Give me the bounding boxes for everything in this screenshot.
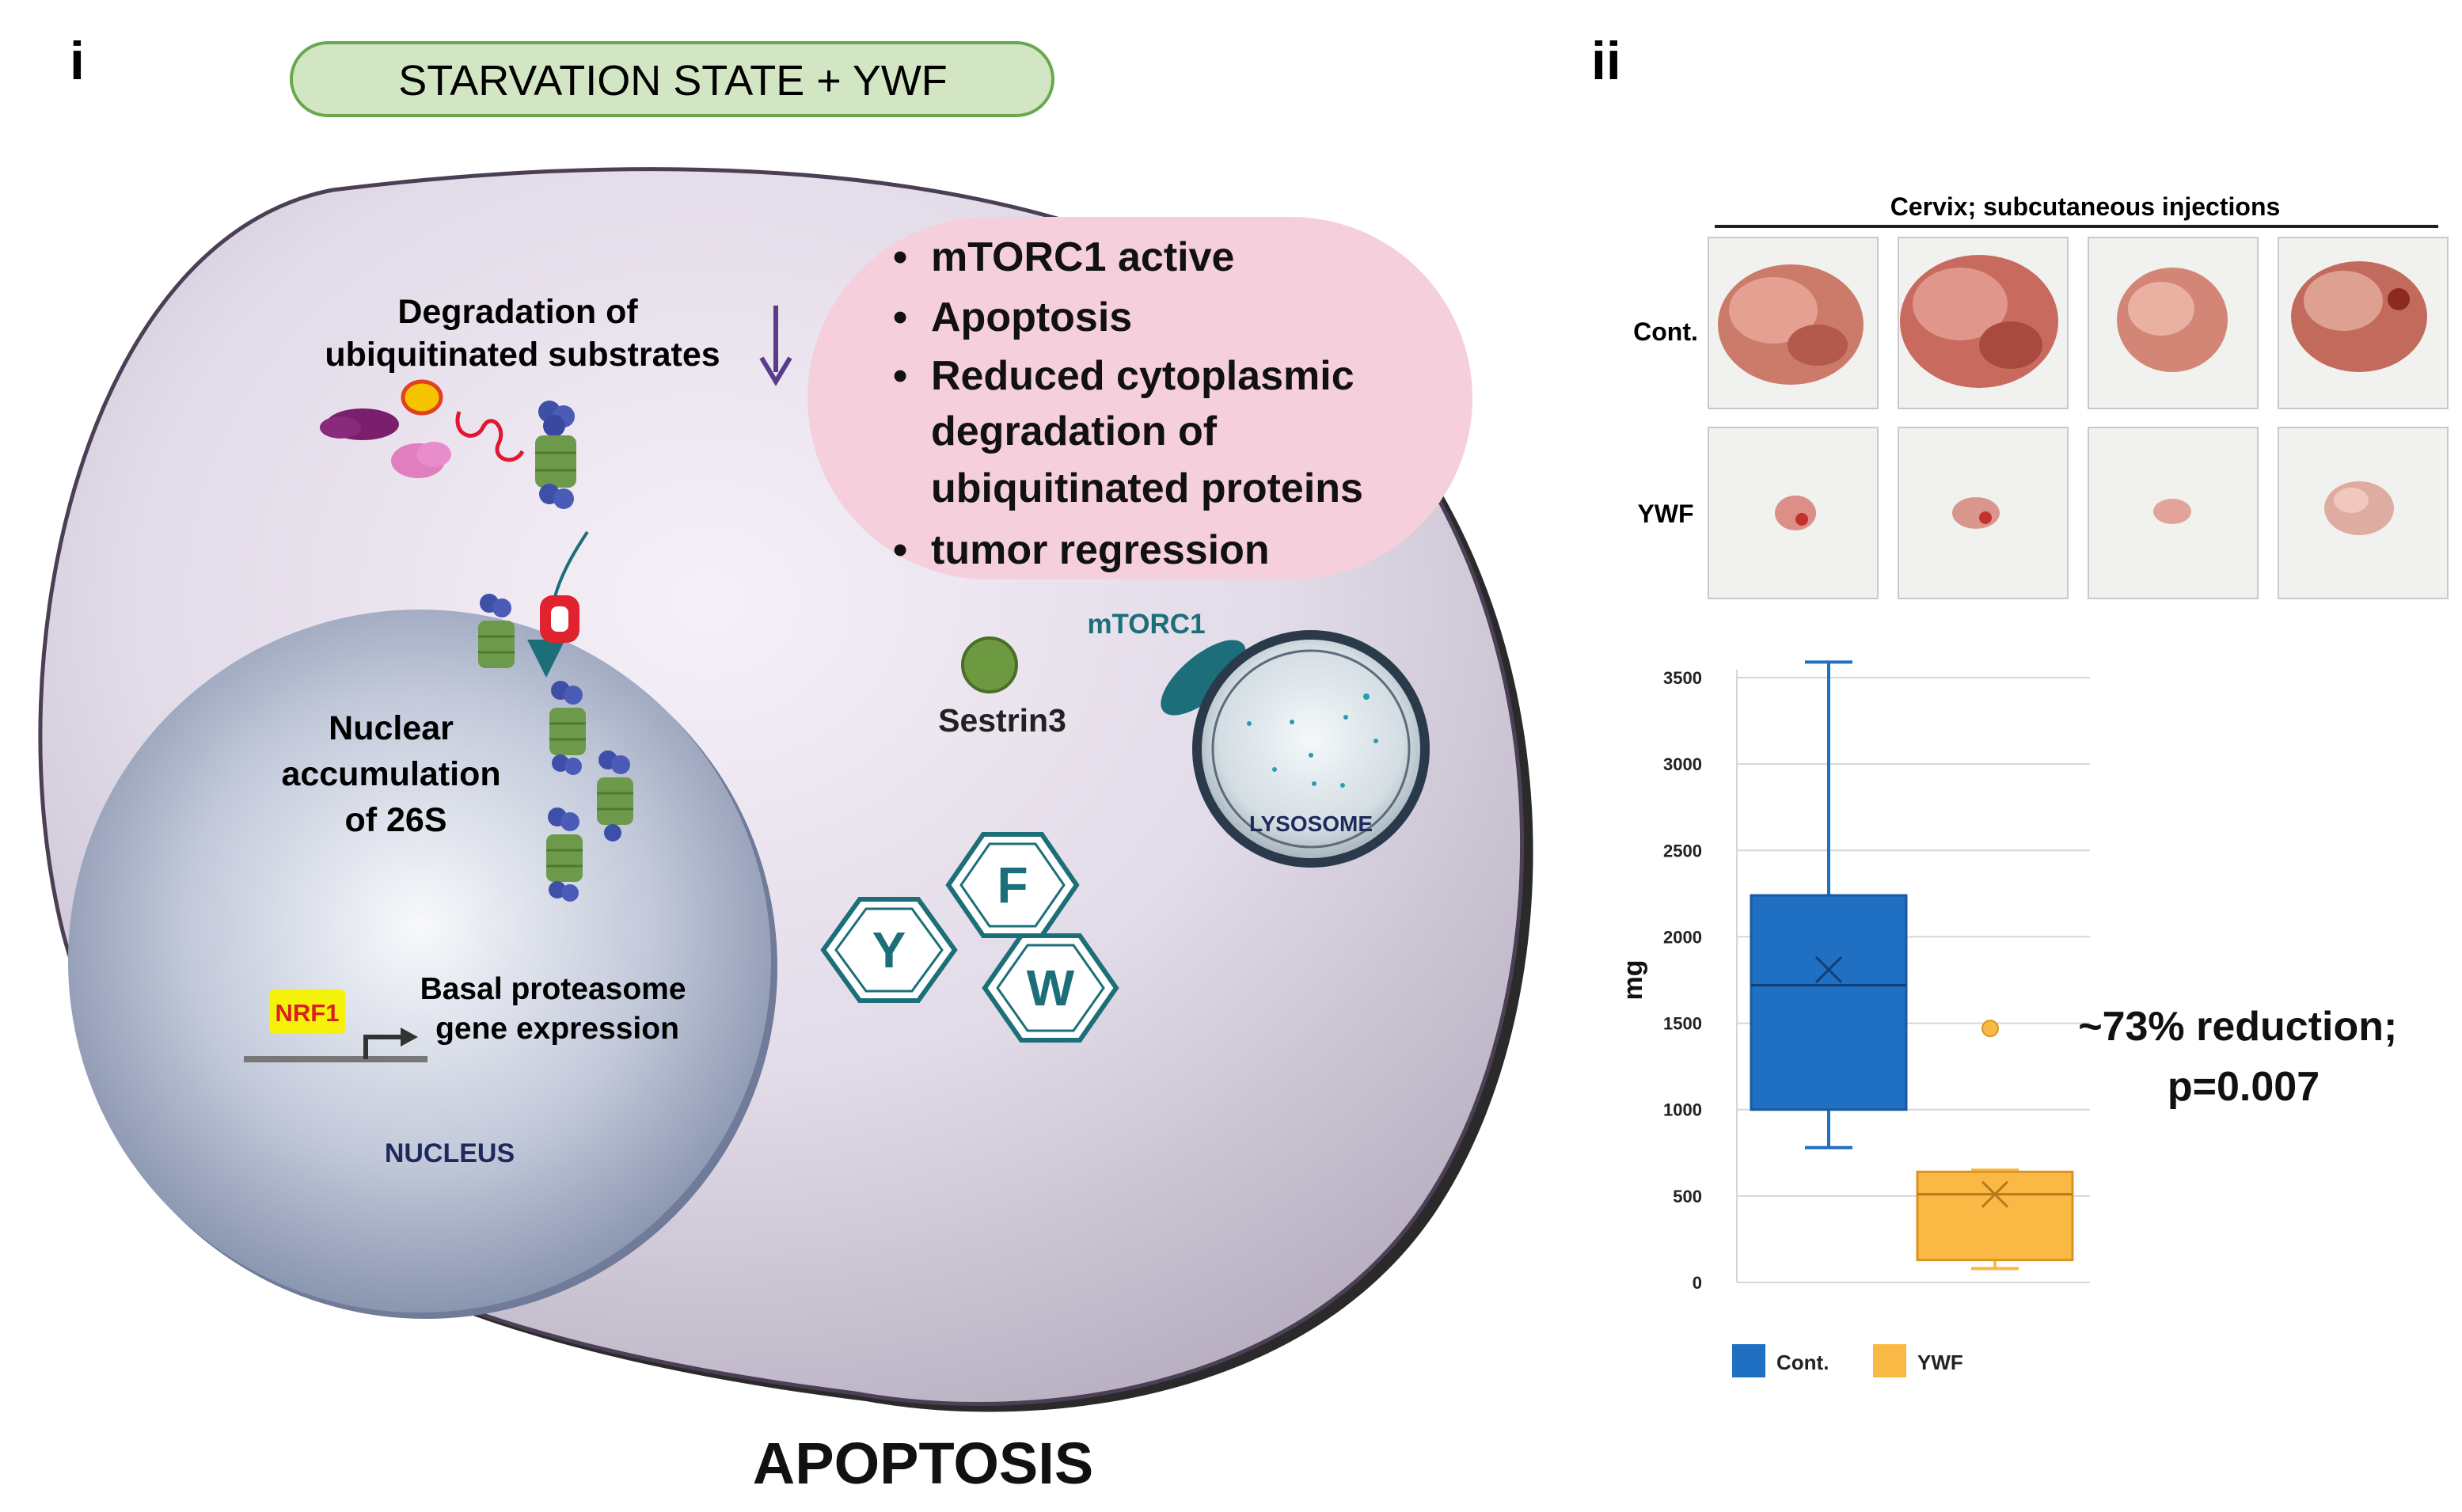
degradation-label: Degradation of ubiquitinated substrates bbox=[325, 293, 720, 374]
tumor-photo-ywf-2 bbox=[1898, 427, 2069, 599]
y-tick-label-1500: 1500 bbox=[1663, 1014, 1702, 1034]
y-axis-label: mg bbox=[1618, 960, 1648, 1001]
apoptosis-outcome-label: APOPTOSIS bbox=[753, 1430, 1093, 1496]
decrease-arrow-icon bbox=[759, 306, 792, 386]
tumor-photo-ywf-4 bbox=[2278, 427, 2449, 599]
gene-promoter-icon bbox=[244, 1028, 427, 1062]
nrf1-badge: NRF1 bbox=[269, 990, 345, 1034]
condition-banner-text: STARVATION STATE + YWF bbox=[398, 57, 948, 104]
mtorc1-label: mTORC1 bbox=[1087, 609, 1205, 640]
panel-i: i STARVATION STATE + YWF Degradation of … bbox=[38, 31, 1533, 1496]
panel-ii-label: ii bbox=[1591, 31, 1621, 91]
nuclear-import-arrow-icon bbox=[527, 530, 589, 678]
box-cont bbox=[1750, 894, 1908, 1111]
amino-acid-y-label: Y bbox=[872, 921, 906, 978]
photo-row-label-cont: Cont. bbox=[1633, 317, 1698, 346]
tumor-photo-cont-4 bbox=[2278, 237, 2449, 409]
tumor-photo-ywf-3 bbox=[2088, 427, 2259, 599]
outlier-point-ywf-0 bbox=[1981, 1020, 1999, 1038]
lysosome-particles-icon bbox=[1247, 693, 1378, 788]
outcome-info-bubble: •mTORC1 active •Apoptosis •Reduced cytop… bbox=[807, 217, 1472, 579]
condition-banner-pill bbox=[290, 41, 1054, 117]
nrf1-badge-box bbox=[269, 990, 345, 1034]
y-tick-label-1000: 1000 bbox=[1663, 1100, 1702, 1120]
proteasome-26s-icon bbox=[535, 401, 576, 509]
reduction-annotation: ~73% reduction; p=0.007 bbox=[2078, 1004, 2409, 1110]
tumor-photo-ywf-1 bbox=[1708, 427, 1879, 599]
legend-swatch-cont bbox=[1732, 1344, 1765, 1377]
bullet-reduced-degradation: •Reduced cytoplasmic degradation of ubiq… bbox=[893, 353, 1366, 511]
photo-header: Cervix; subcutaneous injections bbox=[1890, 192, 2281, 221]
amino-acid-f-label: F bbox=[997, 857, 1028, 914]
nuclear-accumulation-label: Nuclear accumulation of 26S bbox=[281, 709, 510, 839]
tumor-photo-grid bbox=[1708, 237, 2449, 599]
nucleus-label: NUCLEUS bbox=[385, 1138, 515, 1168]
info-bubble-background bbox=[807, 217, 1472, 579]
condition-banner: STARVATION STATE + YWF bbox=[290, 41, 1054, 117]
y-tick-label-0: 0 bbox=[1693, 1273, 1702, 1293]
amino-acid-y-icon: Y bbox=[820, 897, 958, 1003]
y-tick-label-3500: 3500 bbox=[1663, 668, 1702, 688]
lysosome-inner-ring bbox=[1211, 649, 1411, 849]
bullet-tumor-regression: •tumor regression bbox=[893, 527, 1270, 573]
bullet-mtorc1-active: •mTORC1 active bbox=[893, 234, 1234, 280]
mtorc1-complex-icon bbox=[1161, 640, 1246, 716]
tumor-photo-cont-3 bbox=[2088, 237, 2259, 409]
ubiquitinated-substrates-icon bbox=[320, 379, 525, 478]
y-tick-label-3000: 3000 bbox=[1663, 754, 1702, 774]
sestrin3-label: Sestrin3 bbox=[938, 702, 1066, 739]
tumor-photo-cont-1 bbox=[1708, 237, 1879, 409]
panel-i-label: i bbox=[70, 31, 85, 91]
legend-label-ywf: YWF bbox=[1917, 1351, 1963, 1374]
nucleus-body bbox=[68, 610, 771, 1313]
tumor-photo-cont-2 bbox=[1898, 237, 2069, 409]
legend-swatch-ywf bbox=[1873, 1344, 1906, 1377]
amino-acid-w-label: W bbox=[1027, 959, 1075, 1016]
box-ywf bbox=[1916, 1170, 2074, 1262]
nuclear-proteasomes-icon bbox=[478, 594, 633, 902]
nrf1-label: NRF1 bbox=[275, 999, 340, 1027]
bullet-apoptosis: •Apoptosis bbox=[893, 294, 1132, 340]
nuclear-pore-icon bbox=[540, 595, 579, 643]
mean-marker-cont bbox=[1814, 955, 1843, 983]
sestrin3-icon bbox=[961, 636, 1018, 693]
y-tick-label-2000: 2000 bbox=[1663, 927, 1702, 947]
y-tick-label-2500: 2500 bbox=[1663, 841, 1702, 860]
photo-row-label-ywf: YWF bbox=[1637, 500, 1693, 528]
y-tick-label-500: 500 bbox=[1673, 1187, 1702, 1206]
lysosome-label: LYSOSOME bbox=[1249, 811, 1373, 836]
amino-acid-w-icon: W bbox=[982, 933, 1119, 1043]
panel-ii: ii Cervix; subcutaneous injections Cont.… bbox=[1591, 31, 2449, 1377]
mean-marker-ywf bbox=[1981, 1180, 2009, 1208]
basal-expression-label: Basal proteasome gene expression bbox=[420, 972, 695, 1046]
legend-label-cont: Cont. bbox=[1776, 1351, 1829, 1374]
